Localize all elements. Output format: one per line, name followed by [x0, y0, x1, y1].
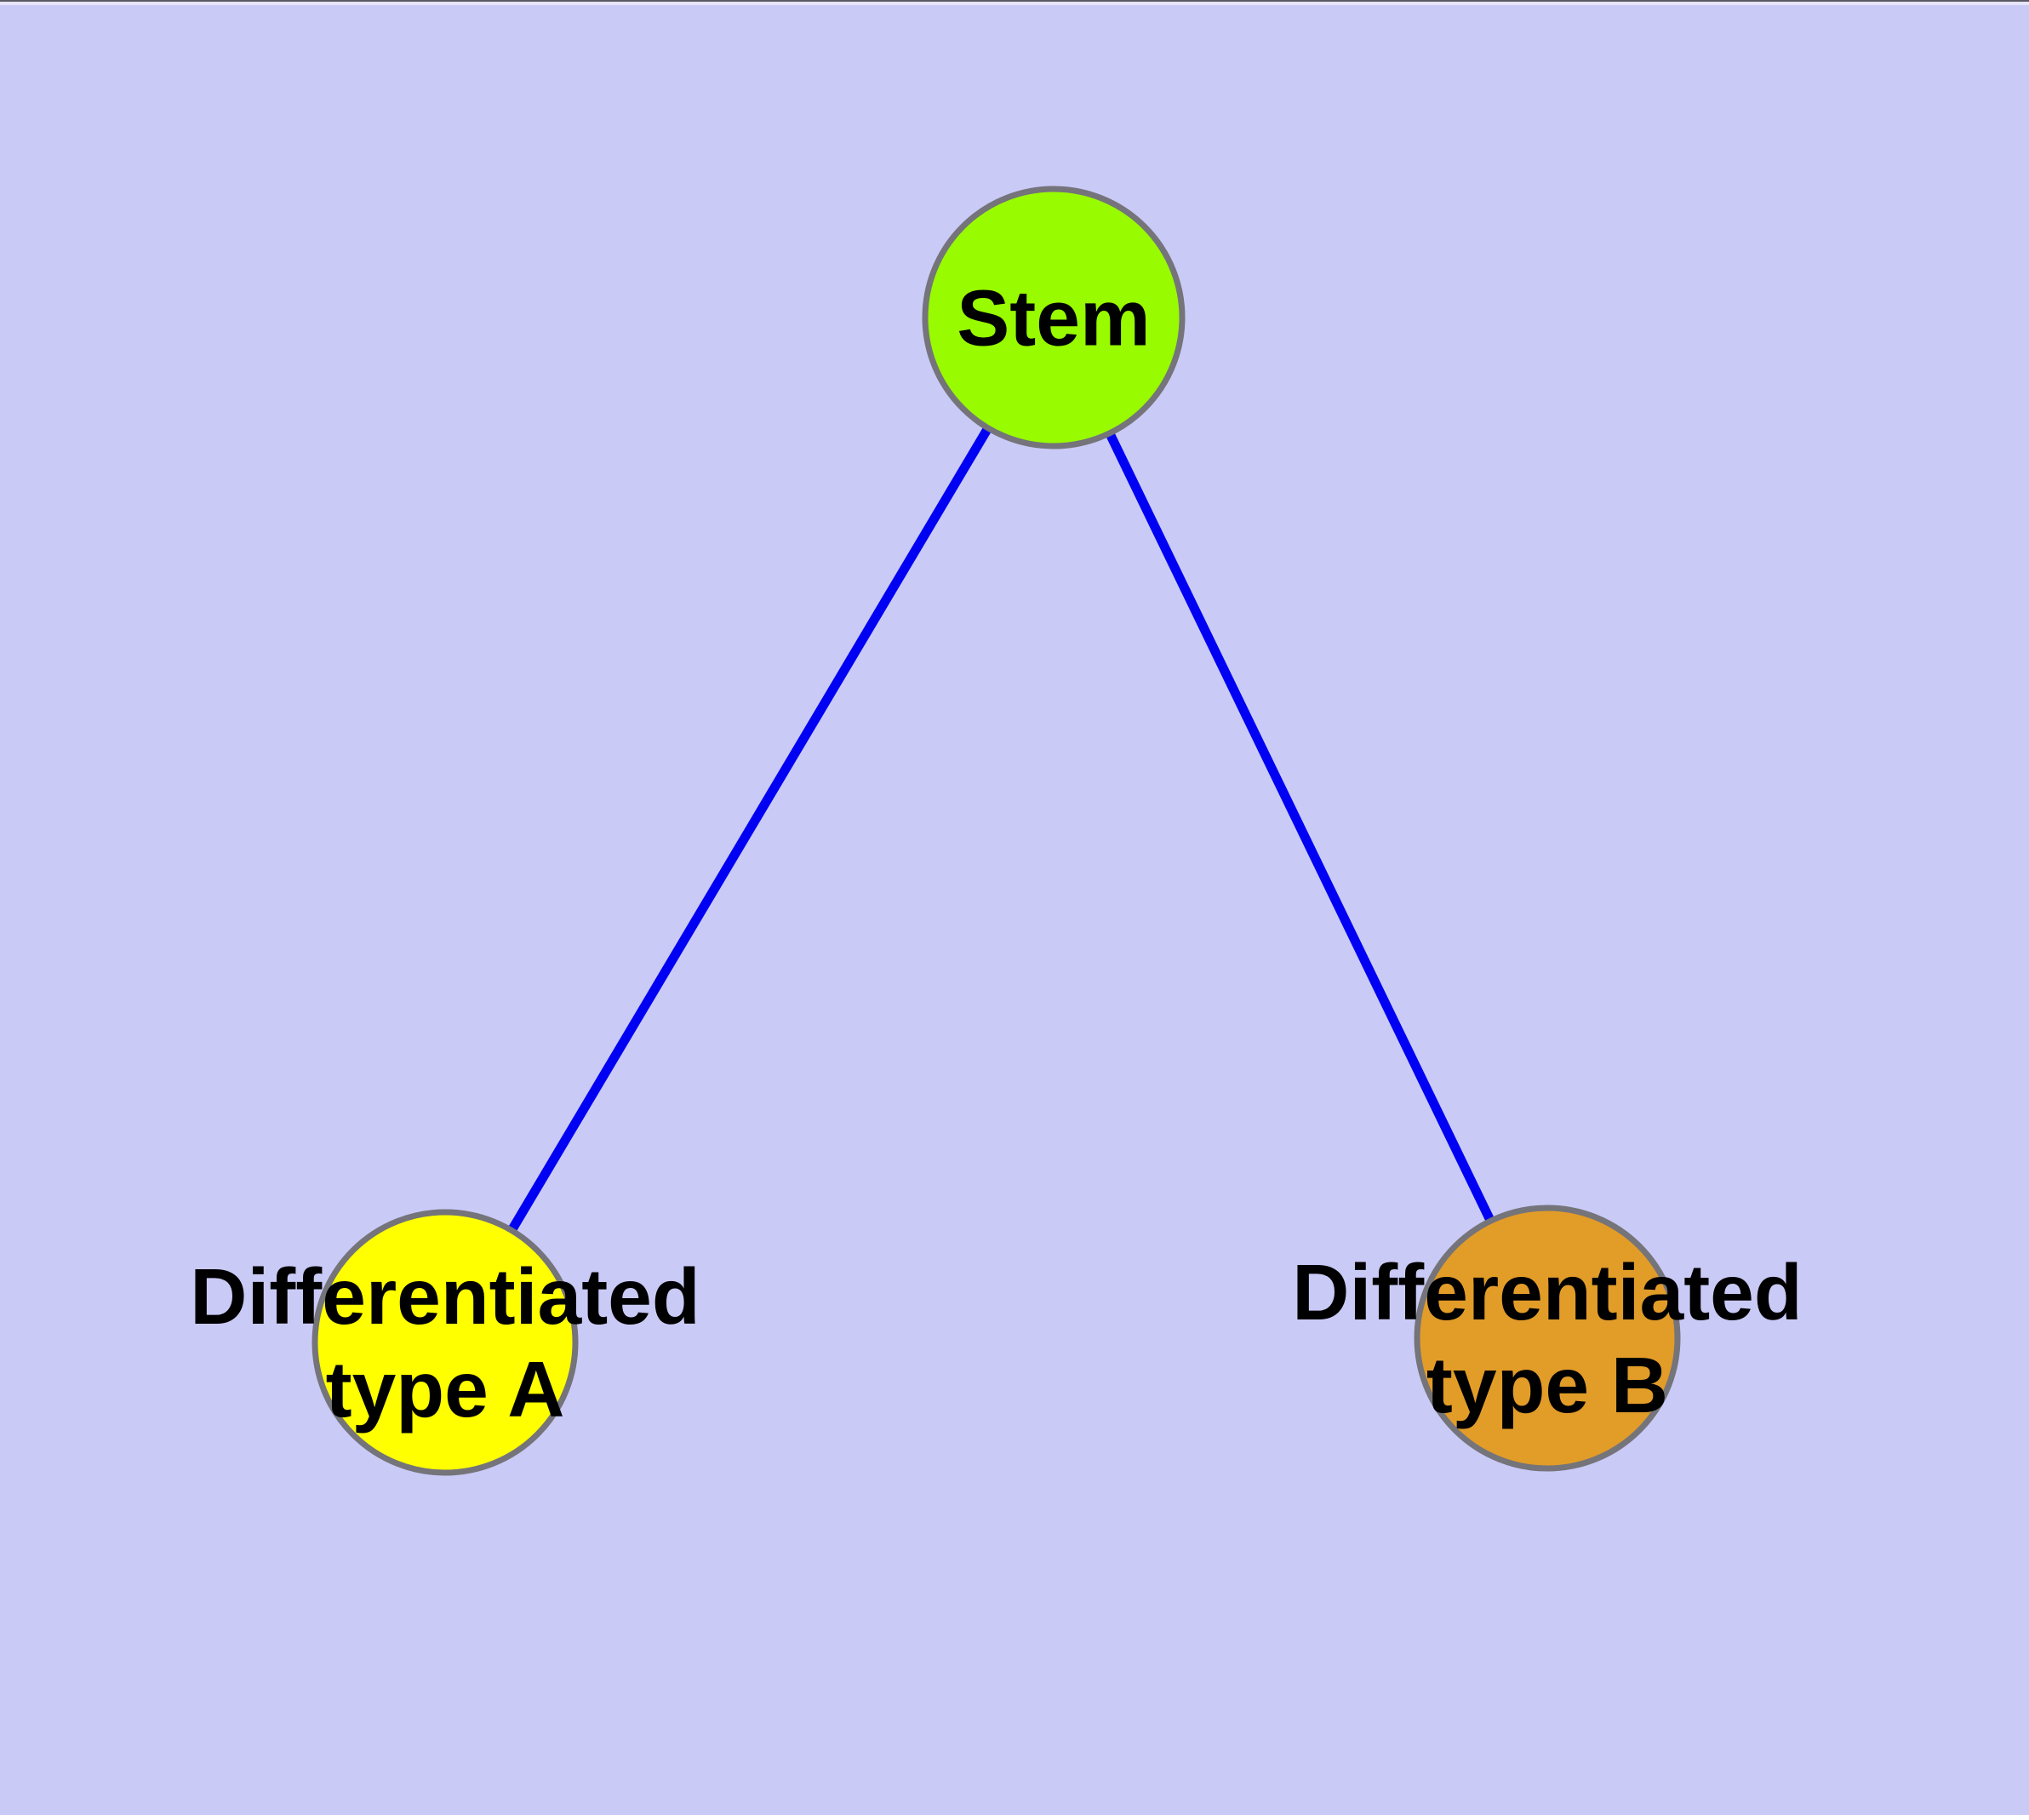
top-border-line [0, 0, 2029, 2]
node-type-b-circle [1414, 1205, 1681, 1472]
node-stem-label: Stem [957, 274, 1150, 363]
node-stem-circle [922, 186, 1186, 449]
node-type-a-circle [311, 1209, 579, 1476]
edges-layer [441, 315, 1552, 1345]
node-type-b-label-line-1: Differentiated [1292, 1248, 1802, 1336]
nodes-layer [311, 186, 1681, 1476]
bottom-white-strip [0, 1815, 2029, 1820]
top-light-strip [0, 2, 2029, 5]
edge-stem-to-type-a [441, 315, 1058, 1345]
node-stem-label-line-1: Stem [957, 274, 1150, 363]
node-type-b-label-line-2: type B [1426, 1341, 1668, 1429]
edge-stem-to-type-b [1049, 315, 1552, 1341]
node-type-a-label-line-2: type A [326, 1345, 565, 1434]
node-type-a-label-line-1: Differentiated [190, 1252, 700, 1341]
